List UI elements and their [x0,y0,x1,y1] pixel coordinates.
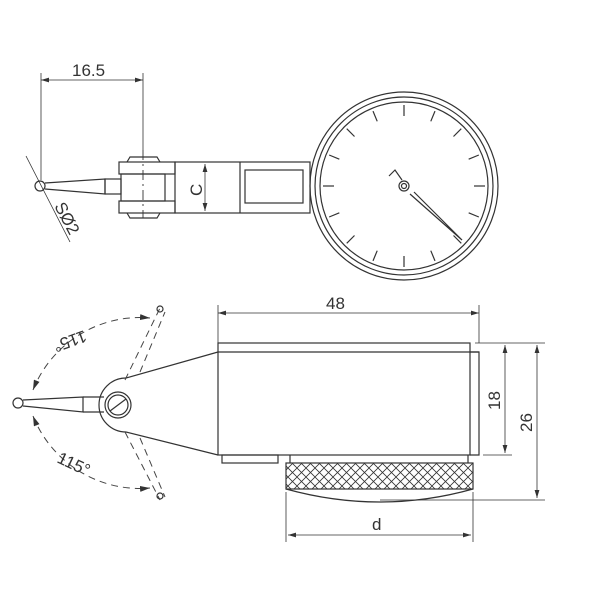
window [244,169,304,204]
dim-label-26: 26 [517,413,536,432]
dial-tick [453,235,462,244]
dim-label-d: d [372,515,381,534]
stylus-ball [34,180,46,192]
dial-tick [372,250,378,262]
dim-label-16-5: 16.5 [72,61,105,80]
angle-label-bottom: 115° [54,448,93,480]
dial-tick [328,154,340,160]
dim-label-48: 48 [326,294,345,313]
dial-face [309,91,499,281]
dial-tick [346,235,355,244]
dim-label-18: 18 [485,391,504,410]
dial-needle [388,169,463,241]
dial-tick [372,110,378,122]
knurled-wheel [285,462,474,490]
dial-tick [430,110,436,122]
dim-label-ball: SØ2 [50,199,83,238]
dial-tick [346,128,355,137]
dial-tick [468,154,480,160]
dial-tick [328,212,340,218]
top-view: 16.5 SØ2 C [25,61,499,281]
angle-label-top: 115° [51,326,89,355]
dim-label-c: C [187,184,206,196]
dial-tick [430,250,436,262]
stylus-ball [12,397,24,409]
dial-tick [468,212,480,218]
body [217,342,471,456]
side-view: 48 18 26 d 115° 115° [12,294,545,542]
dial-tick [453,128,462,137]
stylus [44,178,106,195]
